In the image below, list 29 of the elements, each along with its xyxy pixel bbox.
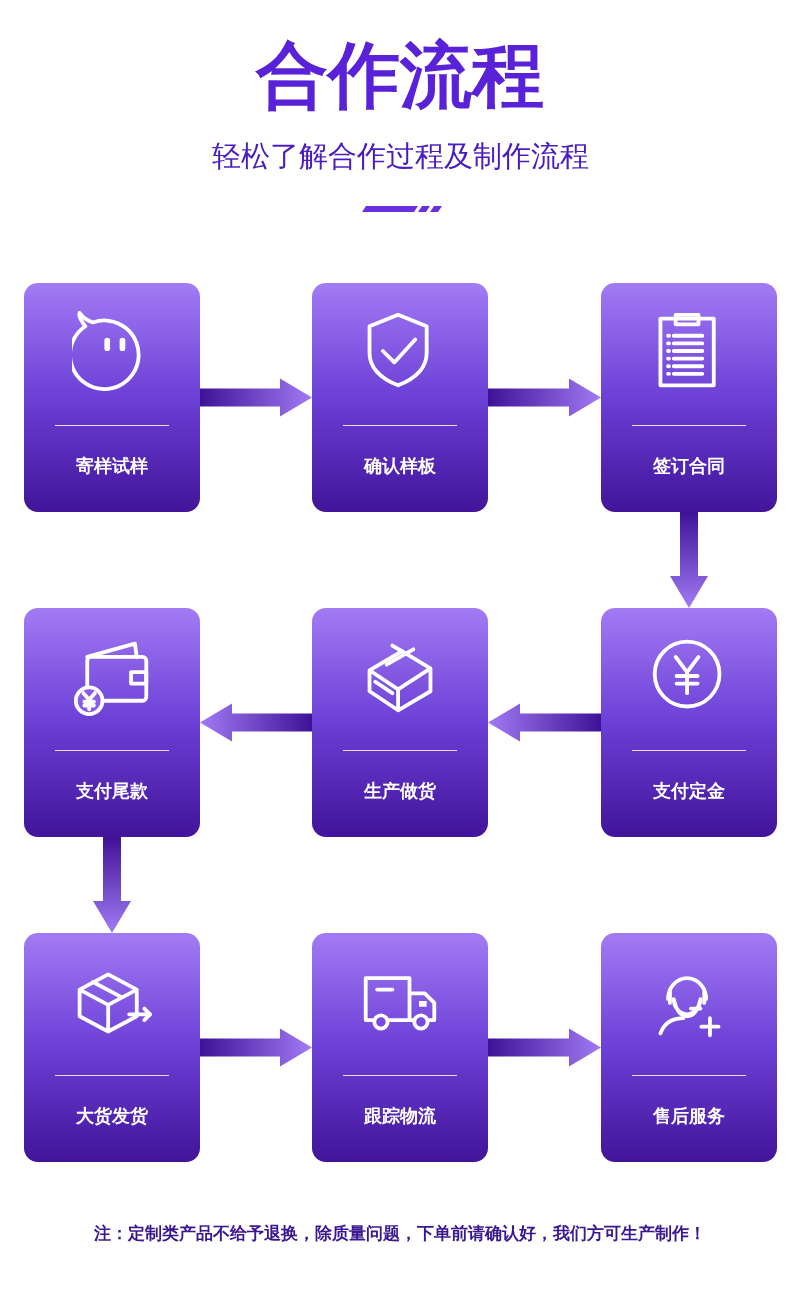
step-label: 生产做货 xyxy=(363,779,437,803)
step-label: 跟踪物流 xyxy=(363,1104,437,1128)
block-arrow xyxy=(488,378,601,417)
step-label: 售后服务 xyxy=(652,1104,726,1128)
step-card xyxy=(312,933,488,1162)
block-arrow xyxy=(488,703,601,742)
step-card xyxy=(601,283,777,512)
footnote: 注：定制类产品不给予退换，除质量问题，下单前请确认好，我们方可生产制作！ xyxy=(93,1222,707,1245)
step-card xyxy=(601,933,777,1162)
block-arrow xyxy=(200,1028,312,1067)
step-card xyxy=(312,283,488,512)
step-card xyxy=(312,608,488,837)
step-label: 支付尾款 xyxy=(75,779,149,803)
block-arrow xyxy=(200,703,312,742)
step-label: 签订合同 xyxy=(652,454,726,478)
step-card xyxy=(24,608,200,837)
block-arrow xyxy=(488,1028,601,1067)
step-card xyxy=(24,933,200,1162)
title: 合作流程 xyxy=(254,32,545,119)
step-card xyxy=(601,608,777,837)
block-arrow xyxy=(93,837,131,933)
step-label: 寄样试样 xyxy=(75,454,149,478)
subtitle: 轻松了解合作过程及制作流程 xyxy=(210,138,590,175)
step-label: 确认样板 xyxy=(362,454,437,478)
step-label: 支付定金 xyxy=(652,779,726,803)
block-arrow xyxy=(670,512,708,608)
step-label: 大货发货 xyxy=(75,1104,149,1128)
block-arrow xyxy=(200,378,312,417)
step-card xyxy=(24,283,200,512)
